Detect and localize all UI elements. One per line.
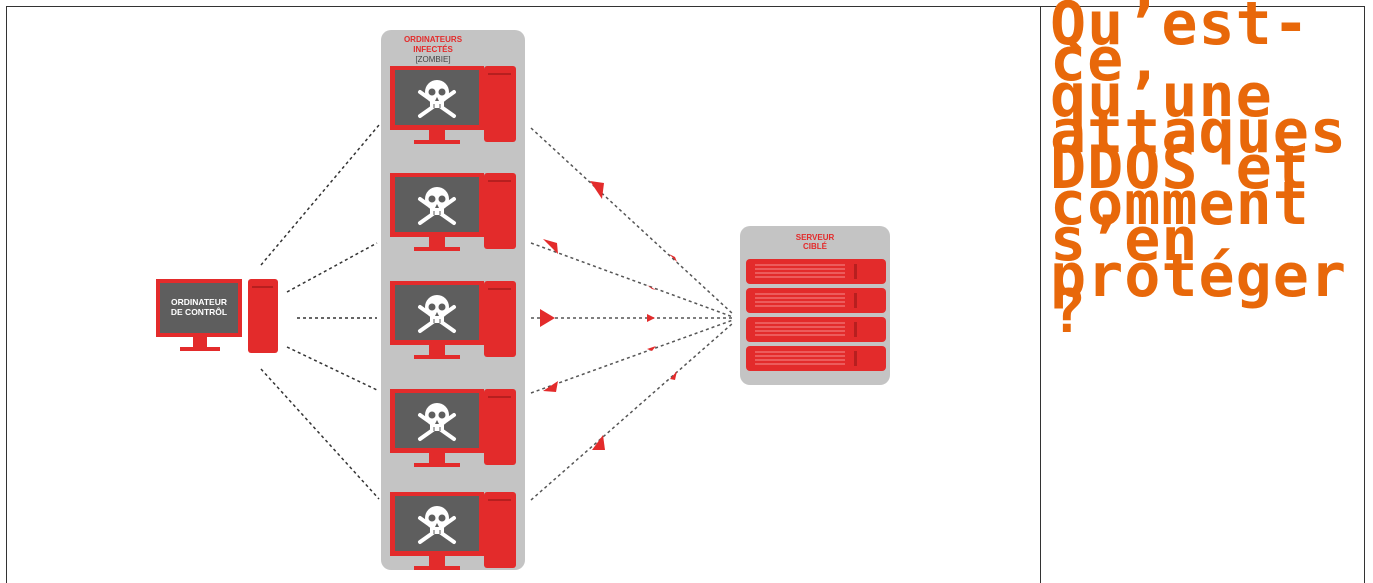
attack-arrow-1 [530, 127, 734, 315]
link-controller-zombie-5 [260, 368, 380, 500]
server-rack-unit [746, 346, 886, 371]
page-frame [6, 6, 1365, 583]
skull-crossbones-icon [418, 80, 456, 118]
zombie-computer [390, 389, 516, 467]
server-rack-unit [746, 317, 886, 342]
skull-crossbones-icon [418, 506, 456, 544]
target-server: SERVEUR CIBLÉ [740, 226, 890, 385]
zombie-computer [390, 66, 516, 144]
controller-label-1: ORDINATEUR [171, 297, 227, 307]
arrowhead-big-5 [592, 435, 605, 450]
attack-arrow-4 [530, 319, 734, 394]
page-title: Qu’est-ce qu’une attaques DDOS et commen… [1050, 0, 1347, 347]
zombie-computer [390, 492, 516, 570]
zombie-label-1: ORDINATEURS [404, 35, 463, 44]
arrowhead-small-2 [647, 285, 656, 290]
arrowhead-small-1 [669, 254, 677, 262]
column-divider [1040, 6, 1041, 583]
skull-crossbones-icon [418, 403, 456, 441]
ddos-diagram: ORDINATEUR DE CONTRÔL ORDINATEURS INFECT… [156, 30, 890, 570]
controller-computer: ORDINATEUR DE CONTRÔL [156, 279, 278, 353]
server-rack-unit [746, 259, 886, 284]
arrowhead-small-5 [670, 371, 677, 380]
controller-links [260, 124, 380, 500]
arrowhead-big-4 [543, 381, 558, 392]
attack-arrow-5 [530, 322, 734, 501]
zombie-computer [390, 281, 516, 359]
zombie-computer [390, 173, 516, 251]
zombie-label-3: [ZOMBIE] [415, 55, 450, 64]
arrowhead-small-3 [647, 314, 655, 322]
attack-arrow-2 [530, 242, 734, 318]
zombie-label-2: INFECTÉS [413, 45, 453, 54]
link-controller-zombie-4 [286, 346, 378, 391]
zombie-computers [390, 66, 516, 570]
arrowhead-big-1 [590, 181, 604, 199]
server-label-1: SERVEUR [796, 233, 835, 242]
controller-label-2: DE CONTRÔL [171, 306, 227, 317]
skull-crossbones-icon [418, 187, 456, 225]
arrowhead-big-2 [543, 239, 558, 254]
arrowhead-big-3 [540, 309, 555, 327]
link-controller-zombie-1 [260, 124, 380, 266]
arrowhead-small-4 [647, 346, 656, 351]
link-controller-zombie-2 [286, 242, 378, 293]
attack-arrows [530, 127, 734, 501]
skull-crossbones-icon [418, 295, 456, 333]
server-rack-unit [746, 288, 886, 313]
server-label-2: CIBLÉ [803, 242, 828, 251]
